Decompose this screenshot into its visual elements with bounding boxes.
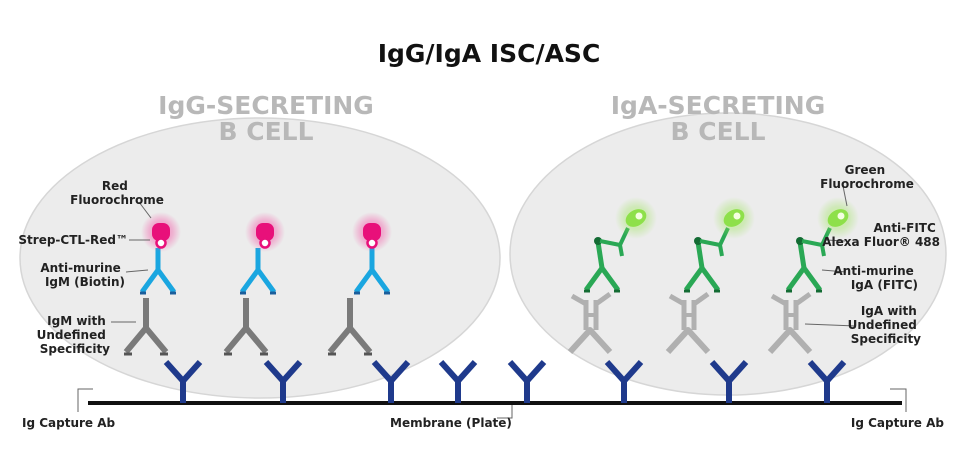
igm-antibody — [223, 298, 269, 356]
leader-lines — [77, 185, 907, 419]
diagram-title: IgG/IgA ISC/ASC — [378, 39, 601, 68]
iga-undefined-label: IgA with Undefined Specificity — [848, 304, 922, 346]
anti-murine-iga-label: Anti-murine IgA (FITC) — [833, 264, 918, 292]
iga-cell-title-line1: IgA-SECRETING — [611, 91, 825, 120]
capture-antibody — [507, 359, 547, 403]
capture-antibody — [438, 359, 478, 403]
strep-ctl-red-label: Strep-CTL-Red™ — [18, 233, 128, 247]
iga-antibody — [767, 291, 813, 355]
iga-antibody — [665, 291, 711, 355]
capture-antibody — [604, 359, 644, 403]
green-fluorochrome — [615, 197, 657, 239]
igm-antibody — [123, 298, 169, 356]
green-fluorochrome-label: Green Fluorochrome — [820, 163, 914, 191]
secreted-antibodies — [123, 291, 813, 356]
igm-undefined-label: IgM with Undefined Specificity — [37, 314, 111, 356]
red-fluorochrome-label: Red Fluorochrome — [70, 179, 164, 207]
iga-cell-title-line2: B CELL — [670, 117, 765, 146]
green-fluorochrome — [817, 197, 859, 239]
red-fluorochrome — [245, 212, 285, 252]
igm-antibody — [327, 298, 373, 356]
detection-antibodies — [139, 227, 832, 295]
capture-antibody — [709, 359, 749, 403]
green-fluorochrome — [713, 197, 755, 239]
capture-antibodies — [163, 359, 847, 403]
anti-igm-antibody — [239, 248, 277, 295]
anti-fitc-label: Anti-FITC Alexa Fluor® 488 — [822, 221, 940, 249]
capture-antibody — [163, 359, 203, 403]
capture-ab-label-right: Ig Capture Ab — [851, 416, 945, 430]
fluorochromes — [141, 197, 859, 252]
membrane-label: Membrane (Plate) — [390, 416, 512, 430]
anti-murine-igm-label: Anti-murine IgM (Biotin) — [40, 261, 125, 289]
iga-antibody — [567, 291, 613, 355]
red-fluorochrome — [141, 212, 181, 252]
iga-cell — [509, 112, 947, 396]
capture-antibody — [263, 359, 303, 403]
anti-iga-antibody — [683, 227, 730, 293]
capture-antibody — [371, 359, 411, 403]
capture-ab-label-left: Ig Capture Ab — [22, 416, 116, 430]
igg-cell-title-line2: B CELL — [218, 117, 313, 146]
igg-cell-title-line1: IgG-SECRETING — [158, 91, 374, 120]
capture-antibody — [807, 359, 847, 403]
red-fluorochrome — [352, 212, 392, 252]
